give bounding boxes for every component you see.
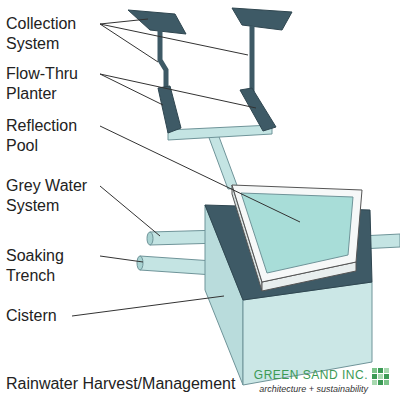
part-label: Collection System <box>6 14 96 54</box>
part-label: Grey Water System <box>6 176 96 216</box>
company-tagline: architecture + sustainability <box>259 384 368 395</box>
pipe-end <box>147 232 153 245</box>
part-label: Cistern <box>6 306 96 326</box>
collection-plate <box>128 10 186 34</box>
leader-lines <box>72 19 300 316</box>
part-label: Soaking Trench <box>6 246 96 286</box>
logo-icon <box>372 368 389 385</box>
pipe-end <box>137 256 143 270</box>
planter <box>158 86 181 133</box>
pool-water <box>241 193 353 273</box>
part-label: Reflection Pool <box>6 116 96 156</box>
company-name: GREEN SAND INC. <box>254 368 368 382</box>
pool-rim <box>232 185 362 282</box>
planter <box>240 88 276 131</box>
drop-pipe <box>208 134 238 189</box>
downpipe <box>160 30 166 90</box>
diagram-title: Rainwater Harvest/Management <box>6 374 235 394</box>
downpipe <box>250 26 255 92</box>
part-label: Flow-Thru Planter <box>6 64 96 104</box>
channel <box>168 125 272 140</box>
collection-plate <box>232 8 292 30</box>
